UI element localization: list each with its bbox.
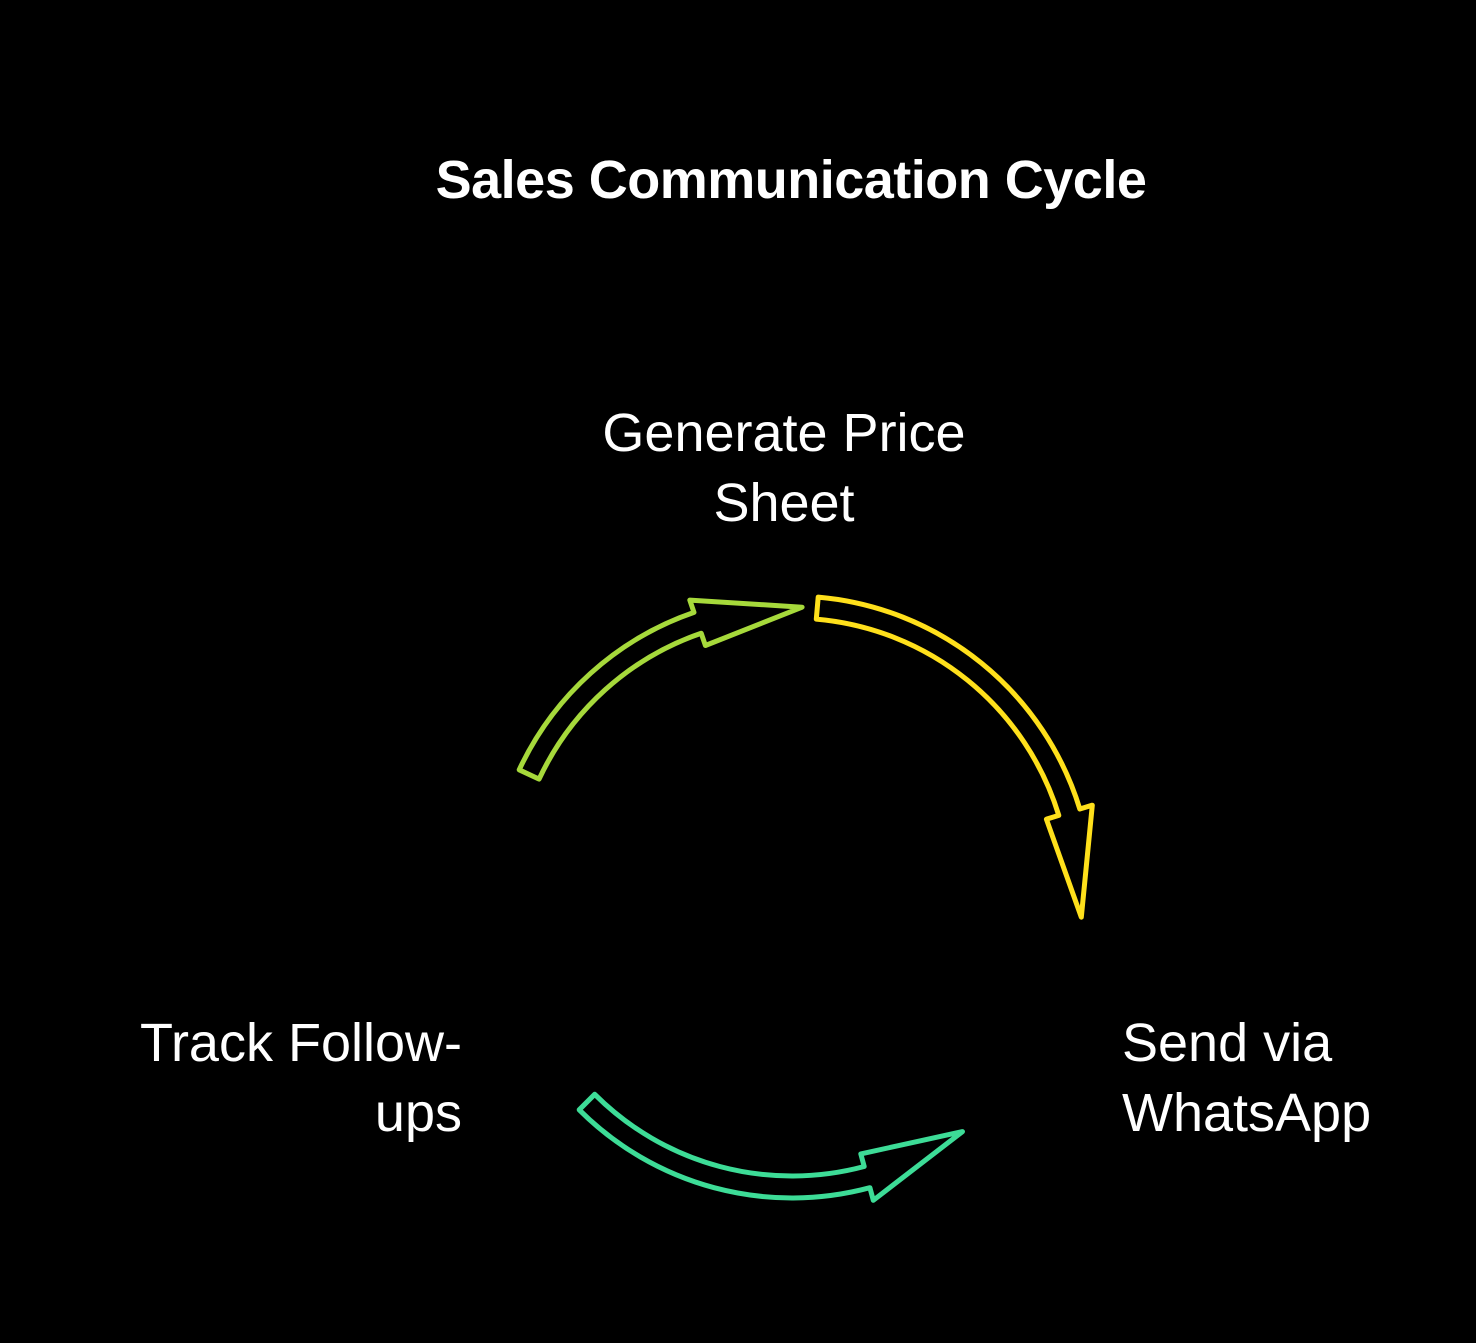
step-label-send-via-whatsapp: Send via WhatsApp	[1122, 1008, 1462, 1148]
step-label-line: Generate Price	[602, 403, 966, 463]
step-label-line: Track Follow-	[139, 1013, 462, 1073]
arrow-send-to-track	[576, 1091, 965, 1203]
arrow-generate-to-send	[813, 594, 1095, 920]
step-label-line: WhatsApp	[1122, 1083, 1372, 1143]
arrow-track-to-generate	[516, 597, 805, 782]
step-label-line: ups	[374, 1083, 462, 1143]
diagram-title: Sales Communication Cycle	[435, 150, 1147, 210]
step-label-generate-price-sheet: Generate Price Sheet	[534, 398, 1034, 538]
step-label-line: Send via	[1122, 1013, 1333, 1073]
step-label-line: Sheet	[713, 473, 855, 533]
step-label-track-follow-ups: Track Follow- ups	[60, 1008, 462, 1148]
